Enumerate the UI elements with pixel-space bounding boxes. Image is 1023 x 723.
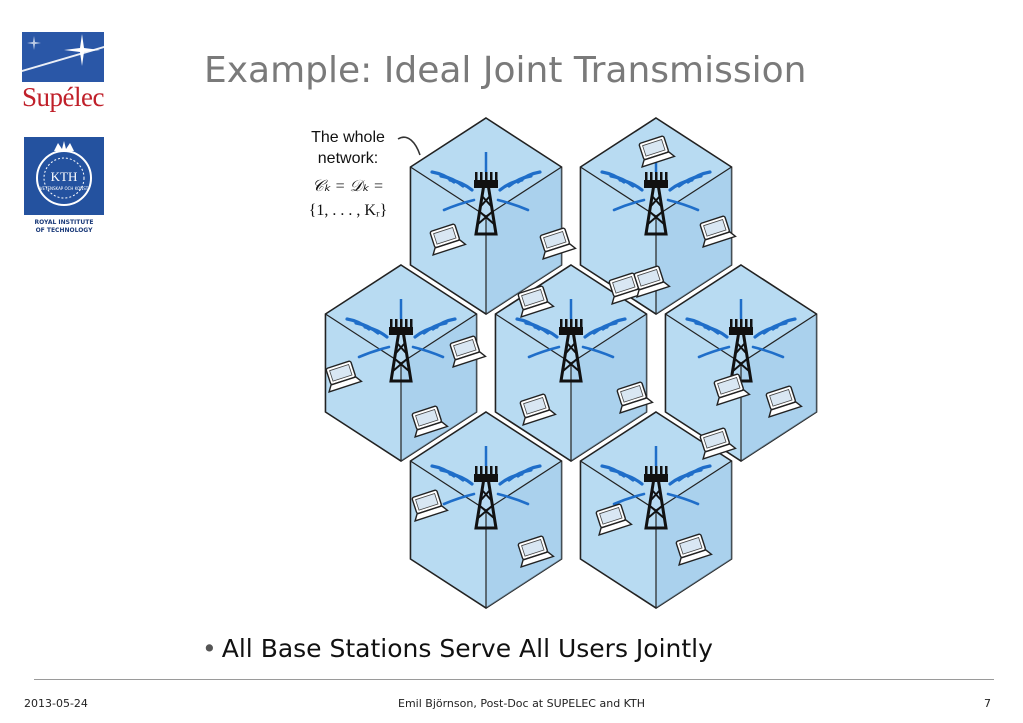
kth-logo: KTH VETENSKAP OCH KONST ROYAL INSTITUTE … <box>24 137 104 235</box>
laptop-user-icon <box>519 393 557 426</box>
footer-divider <box>34 679 994 680</box>
laptop-user-icon <box>429 223 467 256</box>
kth-subtitle-line1: ROYAL INSTITUTE <box>34 219 94 226</box>
laptop-user-icon <box>699 427 737 460</box>
footer-page-number: 7 <box>984 697 991 710</box>
base-station-tower-icon <box>685 299 797 383</box>
laptop-user-icon <box>638 135 676 168</box>
laptop-user-icon <box>539 227 577 260</box>
laptop-user-icon <box>411 489 449 522</box>
laptop-user-icon <box>517 285 555 318</box>
laptop-user-icon <box>325 360 363 393</box>
laptop-user-icon <box>699 215 737 248</box>
base-station-tower-icon <box>515 299 627 383</box>
kth-seal-text: KTH <box>51 169 78 184</box>
supelec-wordmark: Supélec <box>22 82 104 112</box>
hexagon-network-svg: The whole network: 𝒞ₖ = 𝒟ₖ = {1, . . . ,… <box>309 117 818 609</box>
callout-math2: {1, . . . , Kᵣ} <box>309 202 388 219</box>
kth-seal-motto: VETENSKAP OCH KONST <box>40 186 89 191</box>
footer-date: 2013-05-24 <box>24 697 88 710</box>
bullet-item: •All Base Stations Serve All Users Joint… <box>202 634 713 663</box>
callout-line1: The whole <box>311 129 385 146</box>
base-station-tower-icon <box>600 152 712 236</box>
laptops-layer <box>325 135 803 568</box>
laptop-user-icon <box>608 272 646 305</box>
laptop-user-icon <box>633 265 671 298</box>
laptop-user-icon <box>765 385 803 418</box>
footer-author: Emil Björnson, Post-Doc at SUPELEC and K… <box>398 697 646 710</box>
laptop-user-icon <box>675 533 713 566</box>
network-diagram: The whole network: 𝒞ₖ = 𝒟ₖ = {1, . . . ,… <box>300 115 840 629</box>
kth-subtitle: ROYAL INSTITUTE OF TECHNOLOGY <box>24 219 104 235</box>
slide-title: Example: Ideal Joint Transmission <box>204 50 807 91</box>
laptop-user-icon <box>517 535 555 568</box>
kth-subtitle-line2: OF TECHNOLOGY <box>35 227 93 234</box>
laptop-user-icon <box>713 373 751 406</box>
laptop-user-icon <box>449 335 487 368</box>
laptop-user-icon <box>595 503 633 536</box>
base-station-tower-icon <box>430 152 542 236</box>
base-station-tower-icon <box>600 446 712 530</box>
bullet-dot-icon: • <box>202 634 217 663</box>
callout-math1: 𝒞ₖ = 𝒟ₖ = <box>312 178 384 195</box>
base-station-tower-icon <box>430 446 542 530</box>
callout-line2: network: <box>318 150 378 167</box>
callout-leader-line <box>397 136 421 156</box>
base-station-tower-icon <box>345 299 457 383</box>
supelec-logo: Supélec <box>22 32 106 112</box>
towers-layer <box>345 152 797 530</box>
supelec-star-icon <box>22 32 104 82</box>
bullet-text: All Base Stations Serve All Users Jointl… <box>221 634 713 663</box>
kth-seal-icon: KTH VETENSKAP OCH KONST <box>24 137 104 215</box>
laptop-user-icon <box>411 405 449 438</box>
laptop-user-icon <box>616 381 654 414</box>
